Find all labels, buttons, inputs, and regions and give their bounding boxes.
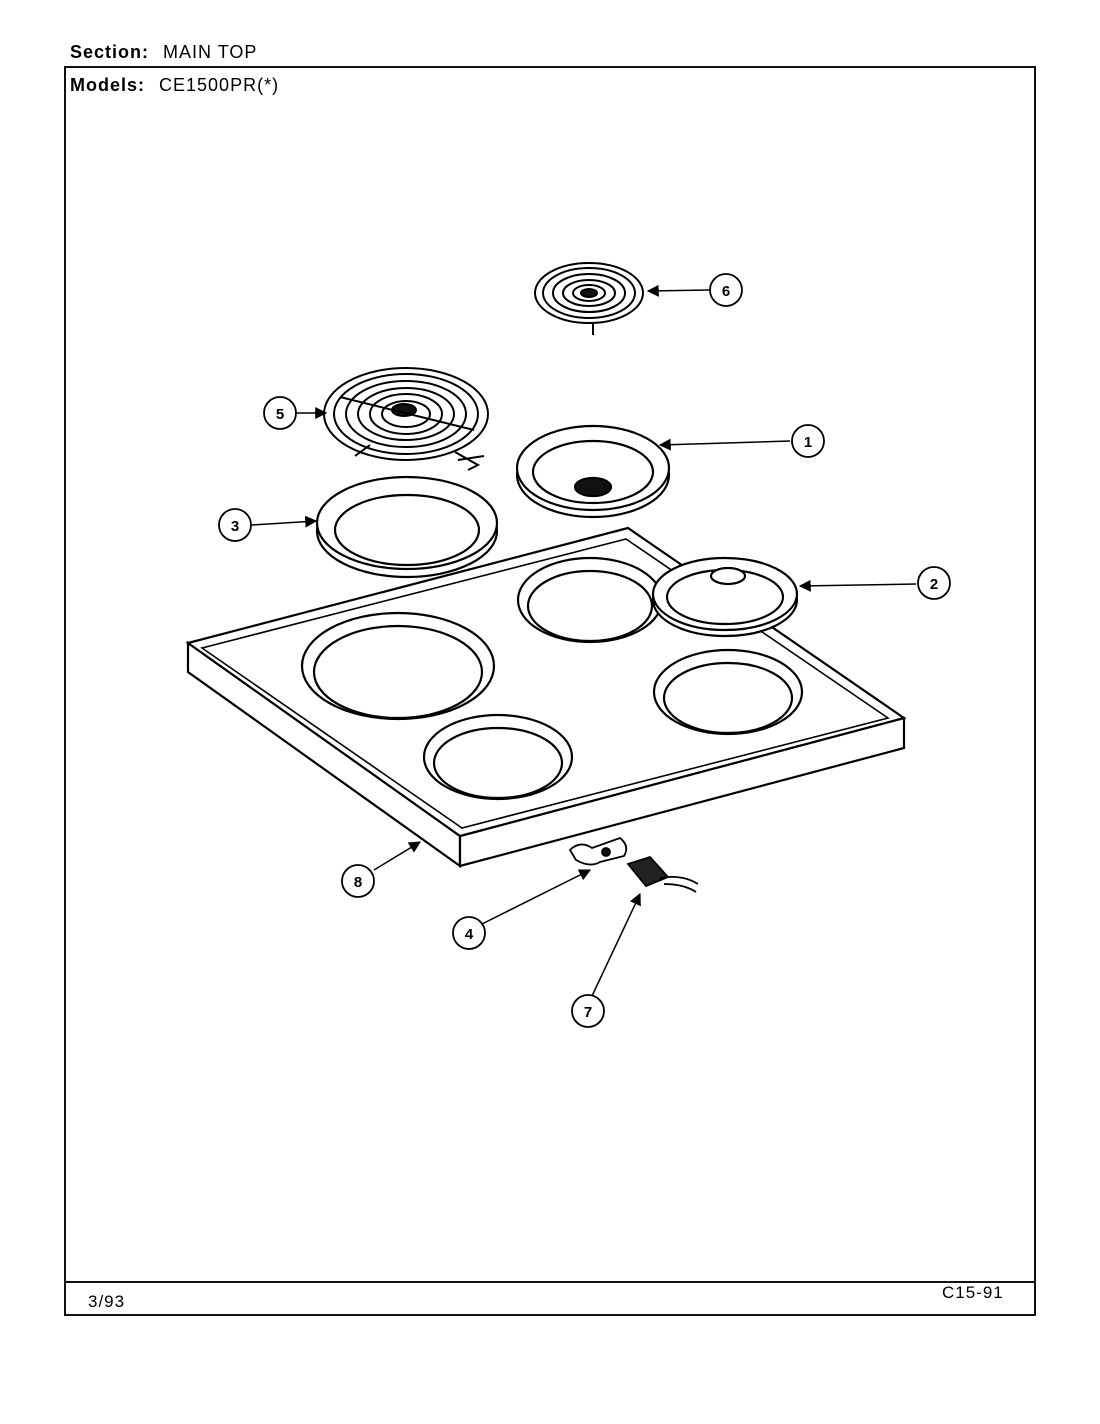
callout-6-label: 6 [722, 283, 730, 300]
models-label: Models: [70, 75, 146, 95]
leader-8 [373, 841, 422, 871]
element-bracket-icon [568, 836, 628, 866]
callout-5: 5 [263, 396, 297, 430]
callout-4-label: 4 [465, 926, 474, 943]
callout-8: 8 [341, 864, 375, 898]
callout-2: 2 [917, 566, 951, 600]
leader-4 [481, 869, 592, 925]
footer-page-code: C15-91 [942, 1283, 1004, 1302]
callout-6: 6 [709, 273, 743, 307]
section-label: Section: [70, 42, 150, 62]
trim-ring-small-icon [651, 556, 799, 638]
leader-6 [646, 284, 711, 297]
footer-rule [64, 1281, 1036, 1283]
models-header: Models: CE1500PR(*) [70, 75, 279, 96]
terminal-block-icon [626, 855, 699, 893]
leader-2 [798, 579, 917, 592]
callout-8-label: 8 [354, 874, 362, 891]
callout-3-label: 3 [231, 518, 239, 535]
callout-1-label: 1 [804, 434, 812, 451]
callout-2-label: 2 [930, 576, 938, 593]
callout-1: 1 [791, 424, 825, 458]
callout-4: 4 [452, 916, 486, 950]
surface-element-large-icon [323, 367, 489, 471]
callout-7-label: 7 [584, 1004, 592, 1021]
footer-date: 3/93 [88, 1292, 126, 1311]
cooktop-main-top-icon [185, 526, 907, 869]
trim-ring-large-icon [315, 475, 499, 579]
leader-lines [251, 284, 917, 997]
leader-7 [591, 892, 641, 997]
leader-3 [251, 515, 318, 528]
models-value: CE1500PR(*) [159, 75, 280, 95]
drip-pan-small-icon [515, 424, 671, 519]
section-header: Section: MAIN TOP [70, 42, 257, 63]
section-value: MAIN TOP [163, 42, 258, 62]
callout-3: 3 [218, 508, 252, 542]
callouts: 1 2 3 4 5 6 7 8 [218, 273, 951, 1028]
diagram-frame [64, 66, 1036, 1316]
callout-7: 7 [571, 994, 605, 1028]
surface-element-small-icon [534, 262, 644, 335]
leader-1 [658, 438, 791, 451]
callout-5-label: 5 [276, 406, 284, 423]
